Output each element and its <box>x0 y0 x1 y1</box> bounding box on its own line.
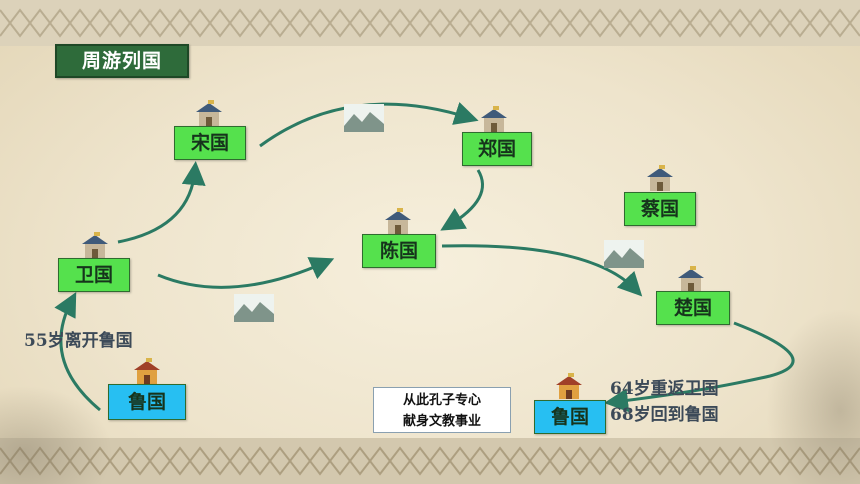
route-arrow-wei-song <box>117 161 206 244</box>
state-lu-start: 鲁国 <box>108 384 186 420</box>
ink-wash-left <box>0 380 120 484</box>
note-box: 从此孔子专心 献身文教事业 <box>373 387 511 433</box>
state-song: 宋国 <box>174 126 246 160</box>
landscape-icon <box>234 294 274 322</box>
label-age-55: 55岁离开鲁国 <box>24 331 133 351</box>
state-lu-end: 鲁国 <box>534 400 606 434</box>
palace-icon <box>82 232 108 258</box>
route-arrow-chu-lu <box>604 321 795 413</box>
bottom-border-band <box>0 438 860 484</box>
state-zheng: 郑国 <box>462 132 532 166</box>
landscape-icon <box>604 240 644 268</box>
route-arrow-chen-chu <box>441 244 643 297</box>
note-line-2: 献身文教事业 <box>402 414 481 429</box>
route-arrow-lu-wei <box>54 292 101 412</box>
palace-icon <box>678 266 704 292</box>
landscape-icon <box>344 104 384 132</box>
route-arrow-wei-chen <box>157 257 335 289</box>
palace-icon <box>556 373 582 399</box>
palace-icon <box>647 165 673 191</box>
ink-wash-right <box>760 300 860 484</box>
note-line-1: 从此孔子专心 <box>402 393 481 408</box>
state-chu: 楚国 <box>656 291 730 325</box>
palace-icon <box>385 208 411 234</box>
palace-icon <box>134 358 160 384</box>
state-cai: 蔡国 <box>624 192 696 226</box>
state-wei: 卫国 <box>58 258 130 292</box>
page-title: 周游列国 <box>55 44 189 78</box>
palace-icon <box>196 100 222 126</box>
label-age-64: 64岁重返卫国 <box>610 379 719 399</box>
state-chen: 陈国 <box>362 234 436 268</box>
route-arrow-zheng-chen <box>440 169 484 231</box>
top-border-band <box>0 0 860 46</box>
label-age-68: 68岁回到鲁国 <box>610 405 719 425</box>
palace-icon <box>481 106 507 132</box>
